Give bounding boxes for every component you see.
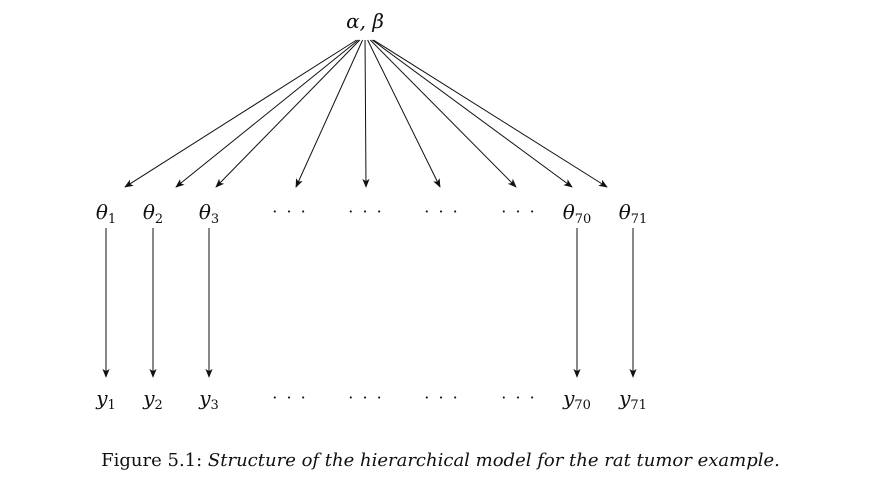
theta-ellipsis: · · · <box>348 202 383 221</box>
edge-root-to-theta-3 <box>295 39 364 188</box>
y-node-1: y1 <box>95 386 116 413</box>
theta-node-1: θ1 <box>96 200 116 227</box>
edges-layer <box>102 39 637 378</box>
theta-node-71: θ71 <box>619 200 648 227</box>
theta-ellipsis: · · · <box>501 202 536 221</box>
edge-root-to-theta-0 <box>124 39 357 188</box>
nodes-layer: α, β θ1 θ2 θ3 · · · · · · · · · · · · θ70 θ71 y1 y… <box>95 9 647 413</box>
y-ellipsis: · · · <box>348 388 383 407</box>
y-node-2: y2 <box>142 386 163 413</box>
theta-node-70: θ70 <box>563 200 592 227</box>
theta-ellipsis: · · · <box>424 202 459 221</box>
y-ellipsis: · · · <box>424 388 459 407</box>
edge-root-to-theta-8 <box>373 39 608 188</box>
y-node-3: y3 <box>198 386 219 413</box>
root-node-alpha-beta: α, β <box>346 9 384 33</box>
edge-root-to-theta-2 <box>215 39 361 188</box>
caption-prefix: Figure 5.1: <box>101 450 203 471</box>
theta-ellipsis: · · · <box>272 202 307 221</box>
edge-root-to-theta-5 <box>367 39 441 188</box>
caption-text: Structure of the hierarchical model for … <box>207 450 780 471</box>
y-ellipsis: · · · <box>272 388 307 407</box>
figure-caption: Figure 5.1: Structure of the hierarchica… <box>0 450 881 471</box>
theta-node-2: θ2 <box>143 200 163 227</box>
edge-root-to-theta-4 <box>362 39 370 188</box>
y-node-70: y70 <box>562 386 591 413</box>
edge-root-to-theta-7 <box>371 39 573 188</box>
edge-root-to-theta-1 <box>175 39 359 188</box>
theta-node-3: θ3 <box>199 200 219 227</box>
y-node-71: y71 <box>618 386 647 413</box>
y-ellipsis: · · · <box>501 388 536 407</box>
edge-root-to-theta-6 <box>369 39 517 188</box>
